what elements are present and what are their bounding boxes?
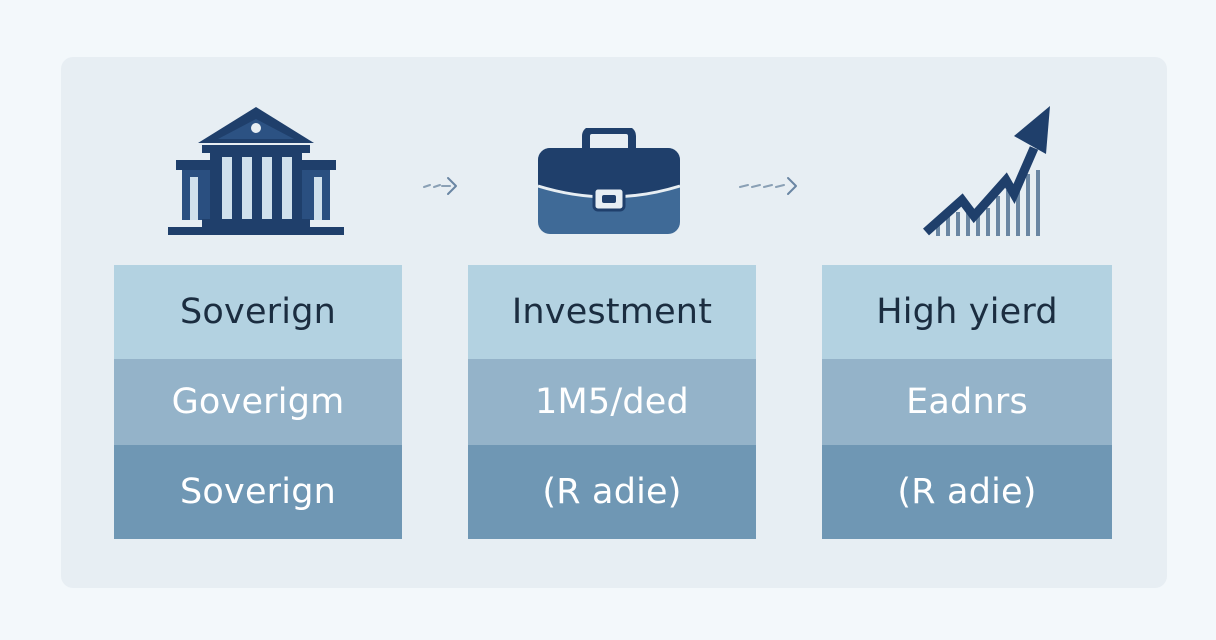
column-3-row-1: High yierd <box>822 265 1112 359</box>
column-2-row-3: (R adie) <box>468 445 756 539</box>
briefcase-icon <box>536 128 682 236</box>
column-2-row-1: Investment <box>468 265 756 359</box>
column-1-row-3: Soverign <box>114 445 402 539</box>
rising-chart-icon <box>922 104 1056 240</box>
column-3-row-2: Eadnrs <box>822 359 1112 445</box>
bank-icon <box>166 105 346 237</box>
column-1-row-2: Goverigm <box>114 359 402 445</box>
arrow-right-icon <box>420 174 460 202</box>
arrow-right-icon <box>736 174 800 202</box>
column-2-row-2: 1M5/ded <box>468 359 756 445</box>
column-3-row-3: (R adie) <box>822 445 1112 539</box>
column-high-yield: High yierd Eadnrs (R adie) <box>822 265 1112 539</box>
column-1-row-1: Soverign <box>114 265 402 359</box>
column-sovereign: Soverign Goverigm Soverign <box>114 265 402 539</box>
column-investment: Investment 1M5/ded (R adie) <box>468 265 756 539</box>
